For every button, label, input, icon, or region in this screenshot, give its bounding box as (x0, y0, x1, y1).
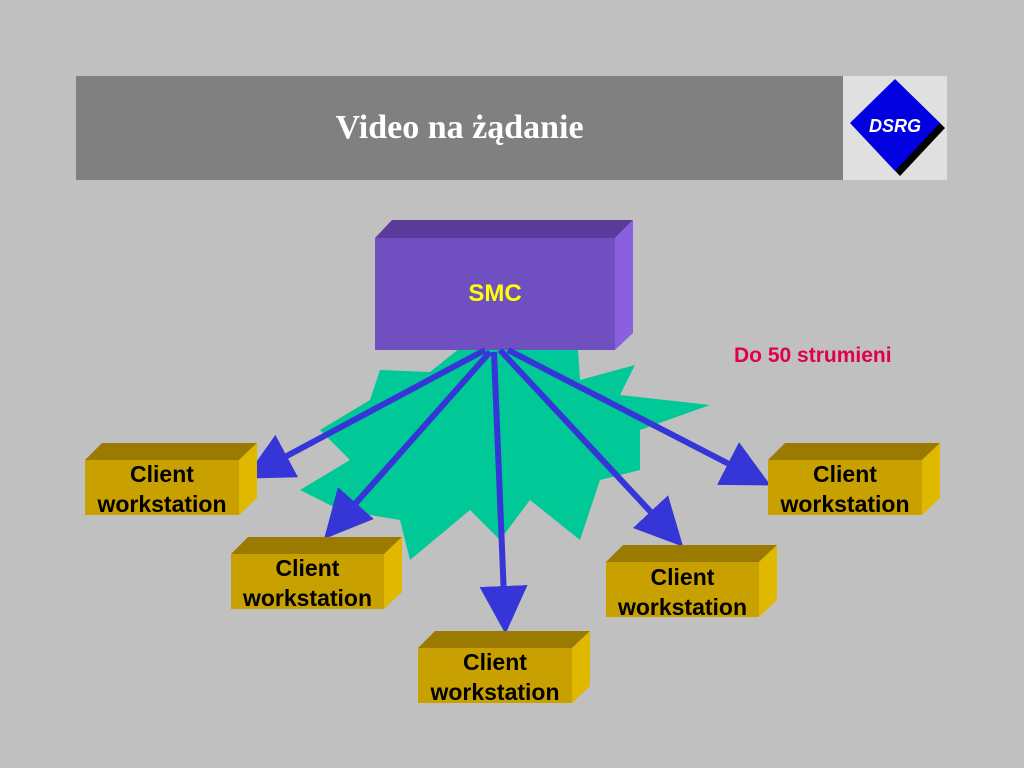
client-box-2 (231, 537, 402, 609)
streams-note: Do 50 strumieni (734, 344, 892, 367)
smc-box (375, 220, 633, 350)
client-box-3 (418, 631, 590, 703)
stream-arrows (244, 347, 771, 634)
client-label-line2: workstation (430, 679, 560, 705)
slide-title: Video na żądanie (335, 109, 584, 146)
client-label-1: Client workstation (85, 459, 239, 519)
smc-label: SMC (468, 280, 522, 307)
client-box-4 (606, 545, 777, 617)
arrow-to-client-2 (324, 350, 493, 539)
client-label-line1: Client (650, 564, 715, 590)
dsrg-logo: DSRG (843, 76, 947, 180)
client-box-1 (85, 443, 257, 515)
arrow-to-client-4 (497, 347, 684, 547)
client-label-5: Client workstation (768, 459, 922, 519)
client-label-4: Client workstation (606, 562, 759, 622)
client-label-line1: Client (275, 555, 340, 581)
arrow-to-client-1 (244, 347, 487, 479)
title-bar: Video na żądanie (76, 76, 843, 180)
logo-text: DSRG (869, 116, 921, 136)
client-label-line1: Client (463, 649, 527, 675)
client-label-line2: workstation (780, 491, 910, 517)
client-label-2: Client workstation (231, 553, 384, 613)
arrow-to-client-3 (479, 351, 528, 634)
client-box-5 (768, 443, 940, 515)
client-label-line1: Client (130, 461, 194, 487)
dsrg-diamond-logo-icon: DSRG (850, 79, 945, 176)
client-label-line2: workstation (97, 491, 227, 517)
client-label-line2: workstation (617, 594, 748, 620)
stream-burst (300, 340, 710, 560)
arrow-to-client-5 (506, 347, 771, 486)
client-label-3: Client workstation (418, 647, 572, 707)
client-label-line1: Client (813, 461, 877, 487)
client-label-line2: workstation (242, 585, 373, 611)
